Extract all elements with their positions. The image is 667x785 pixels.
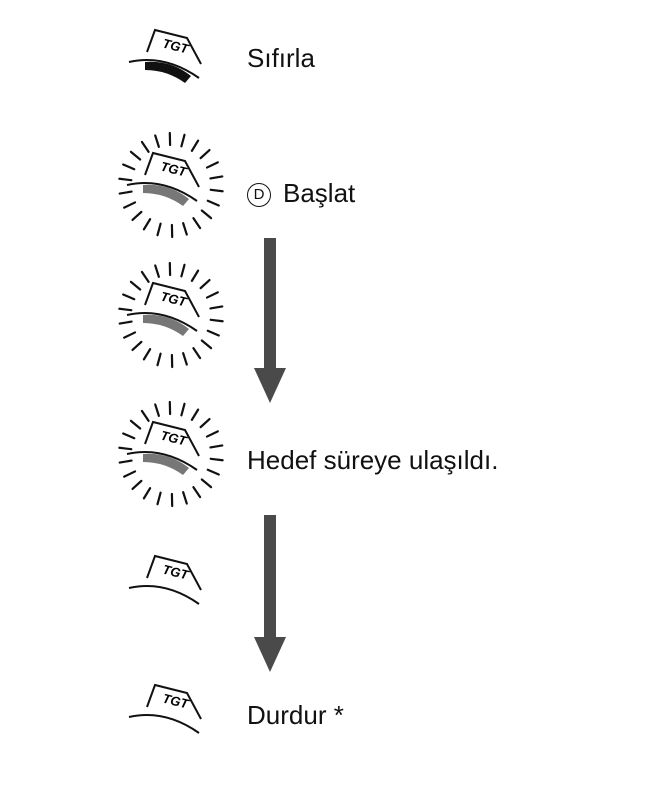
flash-ray bbox=[207, 431, 218, 436]
flash-ray bbox=[201, 150, 210, 158]
tgt-indicator-flashing-icon: TGT bbox=[113, 263, 233, 383]
flash-ray bbox=[155, 404, 159, 415]
flash-ray bbox=[207, 162, 218, 167]
flash-ray bbox=[142, 142, 149, 152]
flash-ray bbox=[210, 306, 222, 308]
tgt-tab: TGT bbox=[147, 685, 201, 719]
flash-ray bbox=[193, 218, 200, 228]
tgt-indicator-solid-icon: TGT bbox=[115, 10, 235, 130]
step-label-start-text: Başlat bbox=[283, 178, 355, 208]
flash-ray bbox=[192, 141, 198, 151]
flash-ray bbox=[211, 459, 223, 460]
flash-ray bbox=[202, 340, 211, 348]
flash-ray bbox=[142, 411, 149, 421]
flash-ray bbox=[211, 320, 223, 321]
flash-ray bbox=[157, 493, 160, 505]
flash-ray bbox=[123, 433, 134, 438]
tgt-indicator-off-icon: TGT bbox=[115, 665, 235, 785]
flash-ray bbox=[120, 322, 132, 324]
step-label-stop: Durdur * bbox=[247, 702, 344, 728]
flash-ray bbox=[132, 342, 141, 350]
flash-ray bbox=[192, 410, 198, 420]
flash-ray bbox=[124, 471, 135, 476]
flash-ray bbox=[207, 292, 218, 297]
step-label-target-reached: Hedef süreye ulaşıldı. bbox=[247, 447, 498, 473]
flash-bar bbox=[143, 185, 189, 206]
flash-ray bbox=[201, 419, 210, 427]
flash-ray bbox=[119, 179, 131, 180]
flash-ray bbox=[144, 349, 150, 359]
flash-ray bbox=[124, 332, 135, 337]
flash-rays bbox=[119, 263, 222, 367]
flash-ray bbox=[202, 210, 211, 218]
d-marker-icon: D bbox=[247, 183, 271, 207]
flash-ray bbox=[144, 488, 150, 498]
flash-ray bbox=[155, 265, 159, 276]
flash-ray bbox=[193, 348, 200, 358]
flash-ray bbox=[208, 470, 219, 475]
flash-ray bbox=[208, 201, 219, 206]
flash-ray bbox=[120, 461, 132, 463]
flash-ray bbox=[183, 492, 187, 503]
flash-ray bbox=[210, 445, 222, 447]
flash-bar bbox=[143, 454, 189, 475]
step-label-reset: Sıfırla bbox=[247, 45, 315, 71]
flash-ray bbox=[157, 224, 160, 236]
flash-ray bbox=[210, 176, 222, 178]
flash-ray bbox=[193, 487, 200, 497]
flash-ray bbox=[131, 152, 140, 160]
flash-ray bbox=[192, 271, 198, 281]
flash-ray bbox=[119, 309, 131, 310]
flash-ray bbox=[181, 404, 184, 416]
flash-ray bbox=[181, 135, 184, 147]
tgt-tab: TGT bbox=[145, 153, 199, 187]
down-arrow-icon bbox=[252, 238, 288, 404]
flash-ray bbox=[131, 421, 140, 429]
tgt-indicator-off-icon: TGT bbox=[115, 536, 235, 656]
flash-ray bbox=[181, 265, 184, 277]
flash-ray bbox=[208, 331, 219, 336]
flash-ray bbox=[123, 164, 134, 169]
flash-ray bbox=[201, 280, 210, 288]
tgt-indicator-flashing-icon: TGT bbox=[113, 402, 233, 522]
flash-ray bbox=[142, 272, 149, 282]
flash-ray bbox=[131, 282, 140, 290]
step-label-start: D Başlat bbox=[247, 180, 355, 207]
flash-ray bbox=[132, 212, 141, 220]
tgt-indicator-flashing-icon: TGT bbox=[113, 133, 233, 253]
flash-ray bbox=[155, 135, 159, 146]
flash-ray bbox=[202, 479, 211, 487]
flash-bar bbox=[143, 315, 189, 336]
flash-rays bbox=[119, 402, 222, 506]
tgt-tab: TGT bbox=[147, 30, 201, 64]
flash-ray bbox=[183, 353, 187, 364]
flash-ray bbox=[183, 223, 187, 234]
down-arrow-icon bbox=[252, 515, 288, 673]
tgt-tab: TGT bbox=[145, 283, 199, 317]
flash-ray bbox=[157, 354, 160, 366]
flash-ray bbox=[123, 294, 134, 299]
flash-ray bbox=[119, 448, 131, 449]
flash-ray bbox=[144, 219, 150, 229]
flash-ray bbox=[132, 481, 141, 489]
flash-ray bbox=[120, 192, 132, 194]
tgt-tab: TGT bbox=[147, 556, 201, 590]
flash-ray bbox=[124, 202, 135, 207]
flash-ray bbox=[211, 190, 223, 191]
tgt-tab: TGT bbox=[145, 422, 199, 456]
flash-rays bbox=[119, 133, 222, 237]
solid-bar bbox=[145, 62, 191, 83]
